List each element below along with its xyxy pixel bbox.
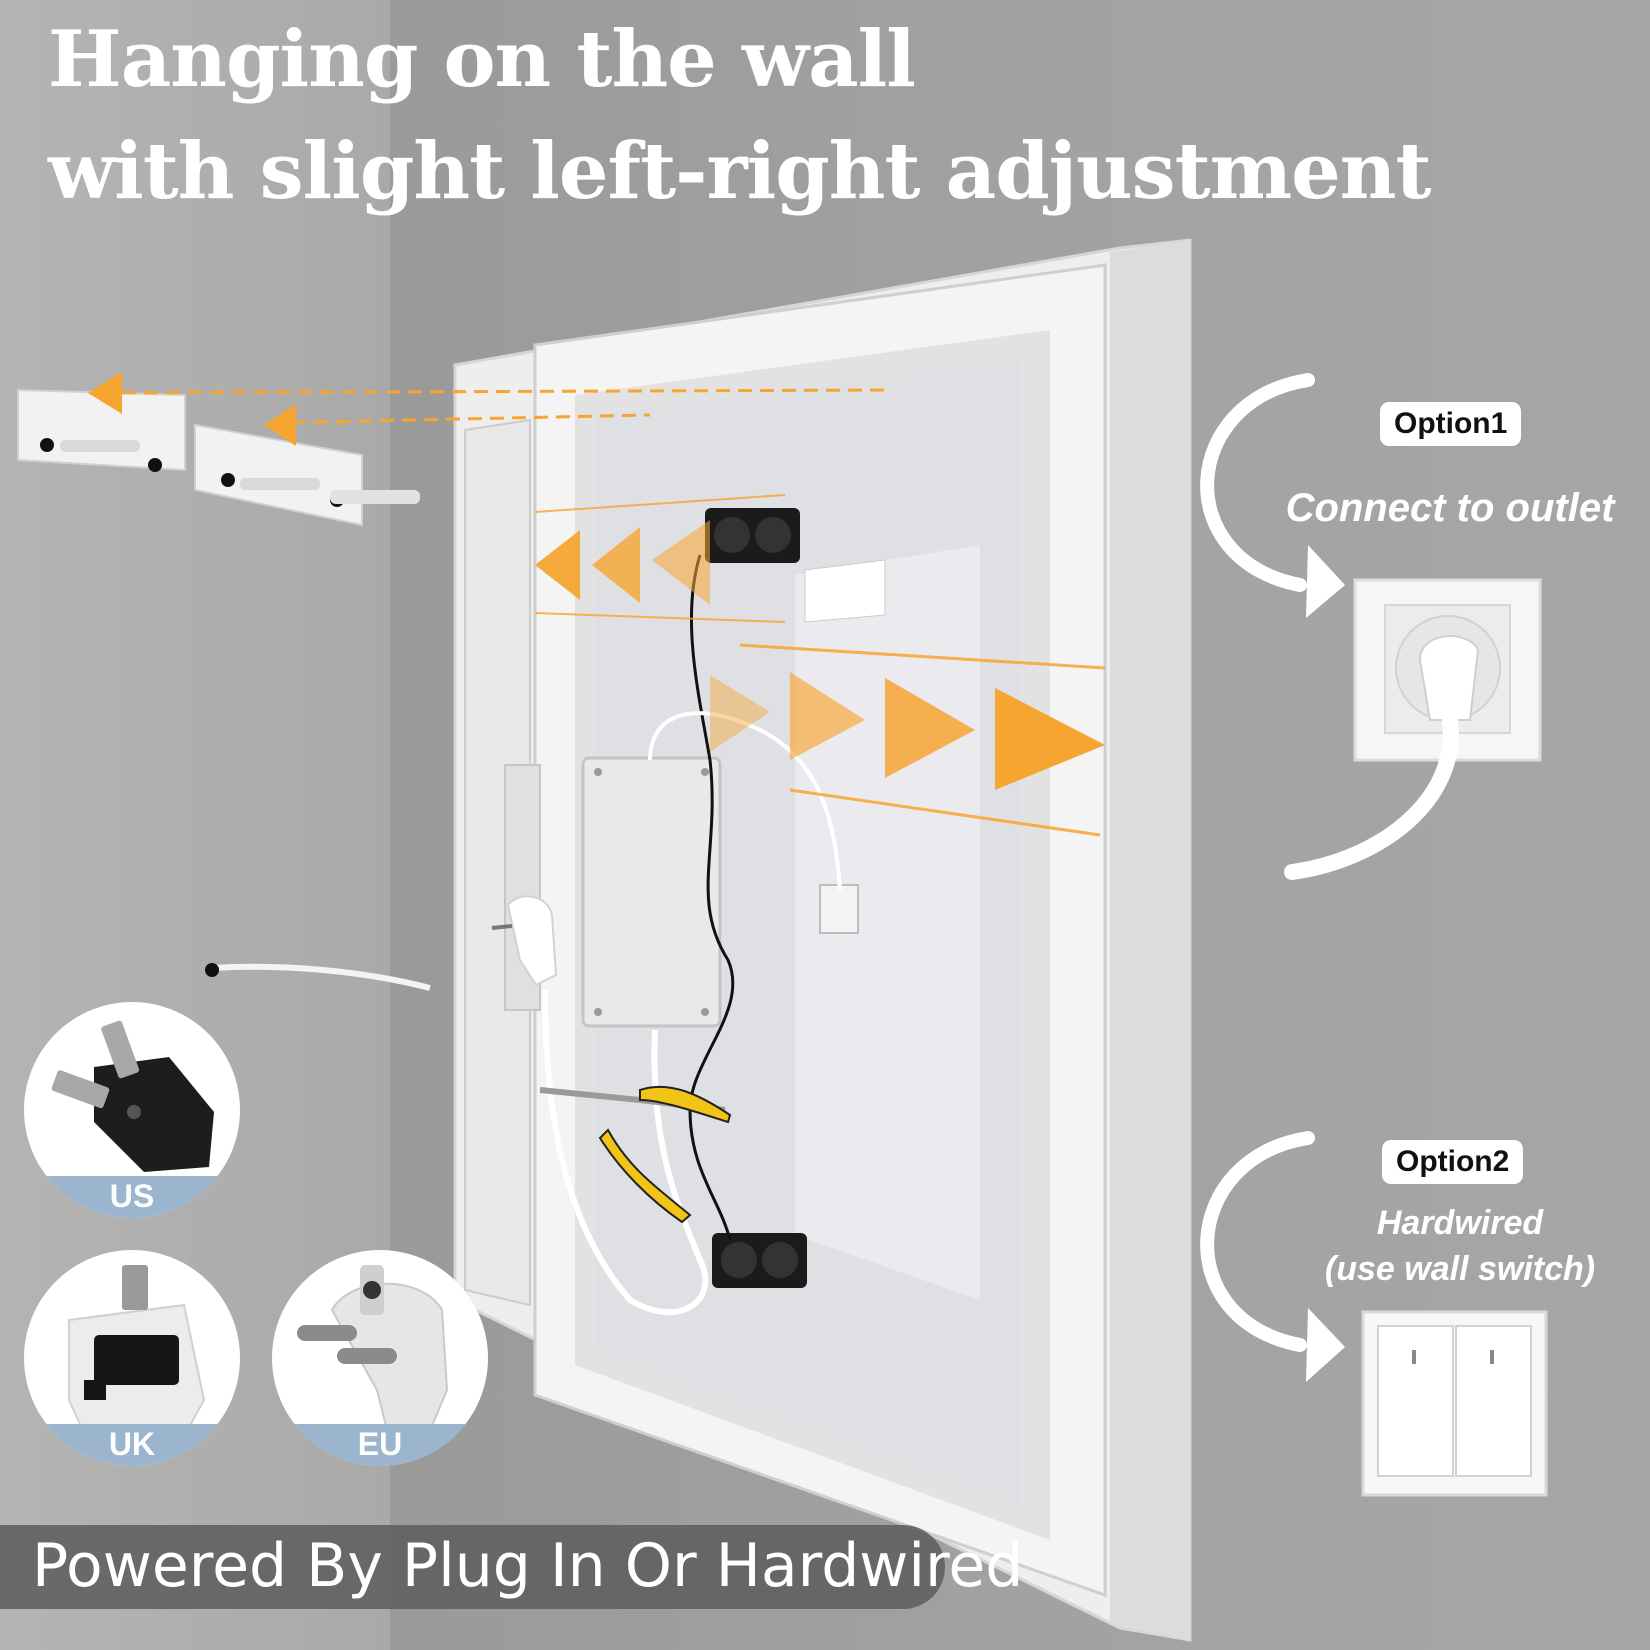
page-headline: Hanging on the wall with slight left-rig… <box>48 4 1432 228</box>
option1-badge: Option1 <box>1380 402 1522 446</box>
option2-description: Hardwired (use wall switch) <box>1285 1200 1635 1292</box>
speaker-icon <box>712 1233 807 1288</box>
wall-cable-stub <box>211 963 431 991</box>
mirror-side-edge <box>1110 240 1190 1640</box>
footer-bar <box>0 1525 945 1609</box>
uk-plug-icon <box>68 1265 206 1456</box>
us-plug-icon <box>51 1020 214 1172</box>
option2-badge: Option2 <box>1382 1140 1524 1184</box>
product-label-sticker <box>804 559 886 623</box>
option2-description-line-1: Hardwired <box>1376 1204 1544 1242</box>
speaker-icon <box>705 508 800 563</box>
arrow-left-icon <box>88 372 122 414</box>
black-wire <box>688 554 735 1241</box>
wall-outlet-icon <box>1284 578 1542 880</box>
headline-line-2: with slight left-right adjustment <box>48 126 1432 217</box>
option1-description: Connect to outlet <box>1285 486 1615 530</box>
junction-box-icon <box>581 756 722 1028</box>
wall-cleat <box>504 764 541 1011</box>
white-wire <box>648 711 842 891</box>
guide-line <box>269 413 651 425</box>
arrow-right-icon <box>790 672 865 760</box>
arrow-left-icon <box>264 404 296 446</box>
plug-on-cord <box>506 895 558 987</box>
arrow-left-icon <box>535 530 580 600</box>
plug-eu-circle: EU <box>272 1250 488 1466</box>
arrow-right-icon <box>885 678 975 778</box>
plug-eu-label: EU <box>272 1424 488 1466</box>
mirror-side-rail <box>464 418 531 1307</box>
arrow-right-icon <box>710 675 770 752</box>
arrow-left-icon <box>652 520 710 605</box>
plug-uk-circle: UK <box>24 1250 240 1466</box>
option2-description-line-2: (use wall switch) <box>1324 1250 1596 1288</box>
guide-line <box>789 788 1101 837</box>
wall-bracket-icon <box>194 423 420 527</box>
arrow-curve-icon <box>1200 373 1345 618</box>
white-cord <box>542 989 709 1316</box>
arrow-curve-icon <box>1200 1131 1345 1382</box>
arrow-left-icon <box>592 527 640 603</box>
arrow-right-icon <box>995 688 1105 790</box>
plug-us-circle: US <box>24 1002 240 1218</box>
eu-plug-icon <box>297 1265 449 1451</box>
wall-switch-icon <box>1361 1310 1548 1497</box>
plug-uk-label: UK <box>24 1424 240 1466</box>
plug-us-label: US <box>24 1176 240 1218</box>
headline-line-1: Hanging on the wall <box>48 14 916 105</box>
touch-switch <box>819 884 859 934</box>
footer-caption: Powered By Plug In Or Hardwired <box>32 1531 1024 1601</box>
plier-icon <box>539 1085 732 1224</box>
guide-line <box>534 612 786 623</box>
guide-line <box>739 643 1106 670</box>
wall-bracket-icon <box>17 388 186 472</box>
guide-line <box>534 494 786 513</box>
